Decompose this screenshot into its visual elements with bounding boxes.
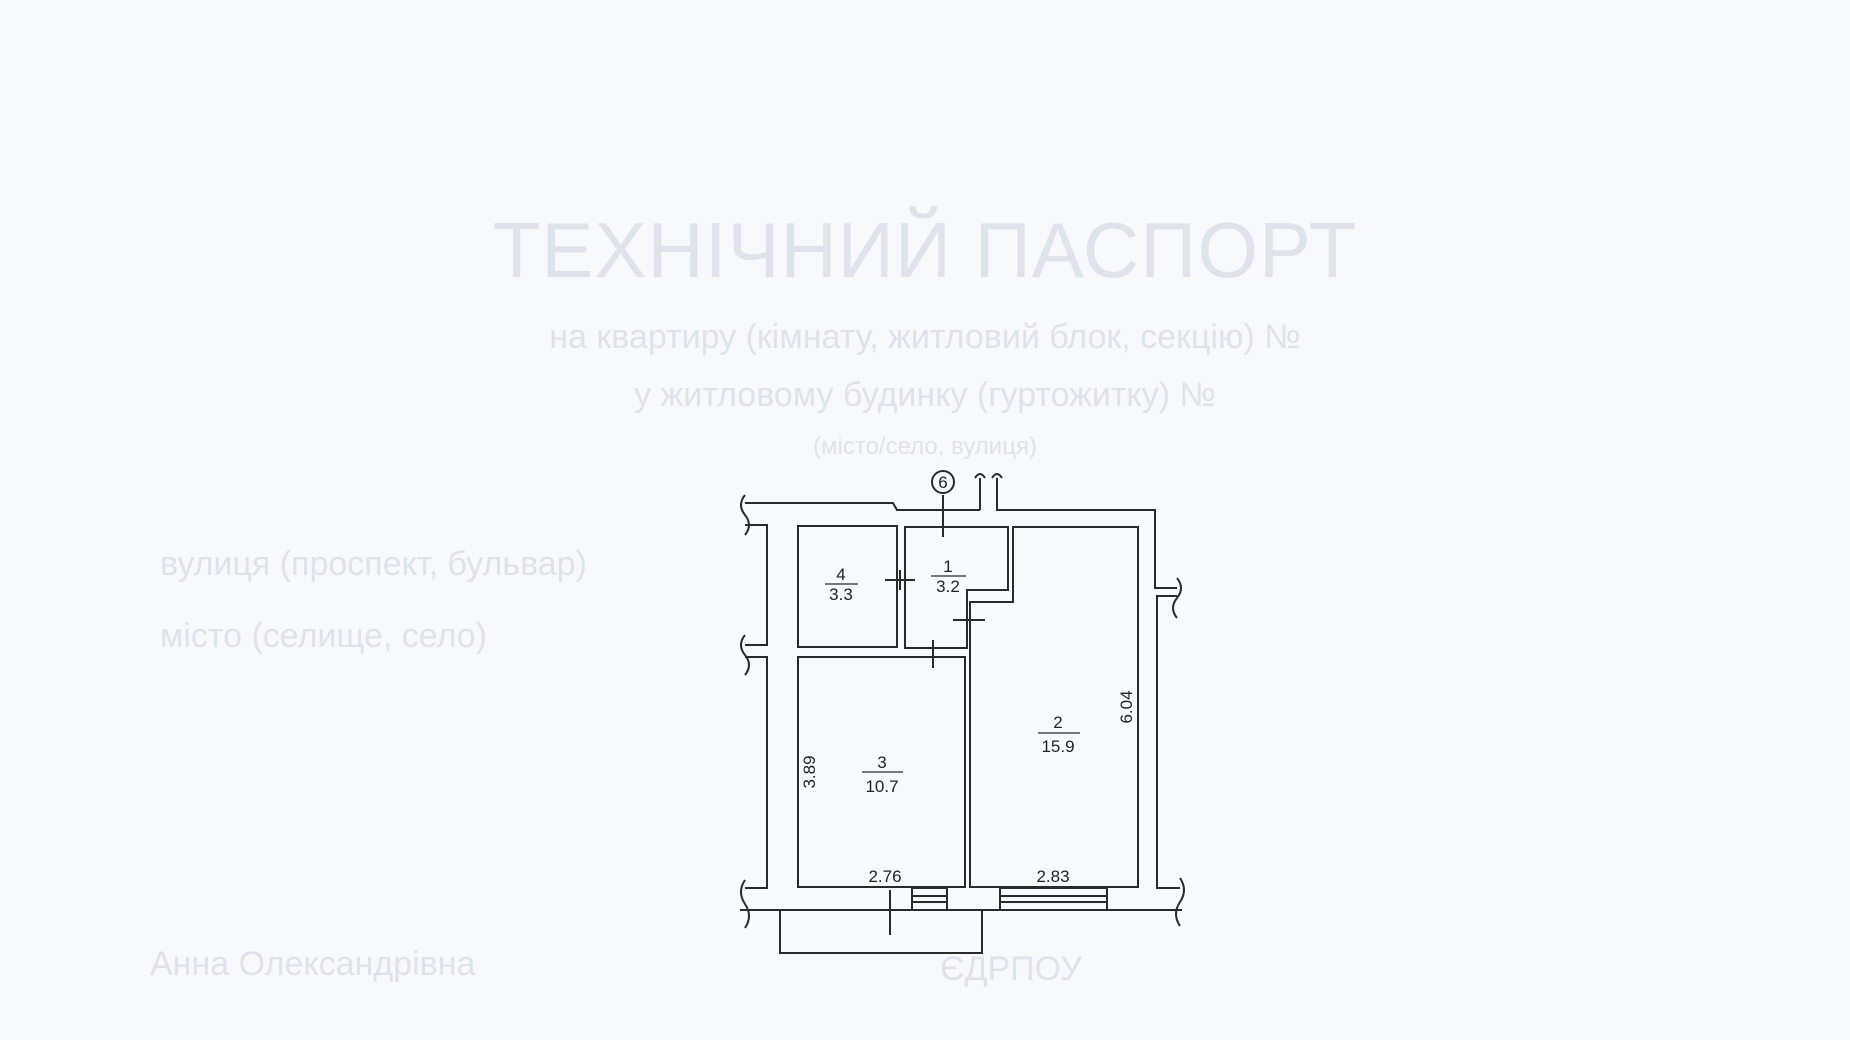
axis-marker-label: 6 — [938, 473, 947, 492]
dimension-room3-length: 3.89 — [800, 755, 819, 788]
document-subtitle-note: (місто/село, вулиця) — [813, 433, 1037, 460]
room-number: 2 — [1053, 713, 1062, 732]
city-label: місто (селище, село) — [160, 617, 488, 655]
document-subtitle: на квартиру (кімнату, житловий блок, сек… — [549, 318, 1301, 356]
dimension-room2-length: 6.04 — [1117, 690, 1136, 723]
room-label-4: 4 3.3 — [825, 565, 858, 604]
room-4 — [797, 525, 898, 648]
outer-walls — [740, 473, 1185, 929]
room-label-2: 2 15.9 — [1038, 713, 1080, 756]
dimension-room3-width: 2.76 — [868, 867, 901, 886]
room-area: 3.2 — [936, 577, 960, 596]
room-label-3: 3 10.7 — [862, 753, 903, 796]
balcony — [779, 910, 983, 954]
room-3 — [797, 656, 966, 888]
registry-code: ЄДРПОУ — [940, 950, 1082, 988]
room-number: 1 — [943, 557, 952, 576]
axis-marker-circle — [931, 470, 955, 494]
document-subtitle: у житловому будинку (гуртожитку) № — [634, 376, 1216, 414]
windows — [911, 887, 1108, 911]
room-2 — [969, 526, 1139, 888]
room-area: 10.7 — [865, 777, 898, 796]
doors — [885, 495, 985, 935]
street-label: вулиця (проспект, бульвар) — [160, 545, 587, 583]
room-number: 3 — [877, 753, 886, 772]
room-area: 15.9 — [1041, 737, 1074, 756]
room-number: 4 — [836, 565, 845, 584]
room-area: 3.3 — [829, 585, 853, 604]
room-label-1: 1 3.2 — [931, 557, 966, 596]
dimension-room2-width: 2.83 — [1036, 867, 1069, 886]
room-1 — [904, 526, 1009, 649]
document-title: ТЕХНІЧНИЙ ПАСПОРТ — [492, 206, 1358, 294]
owner-name: Анна Олександрівна — [150, 945, 476, 983]
